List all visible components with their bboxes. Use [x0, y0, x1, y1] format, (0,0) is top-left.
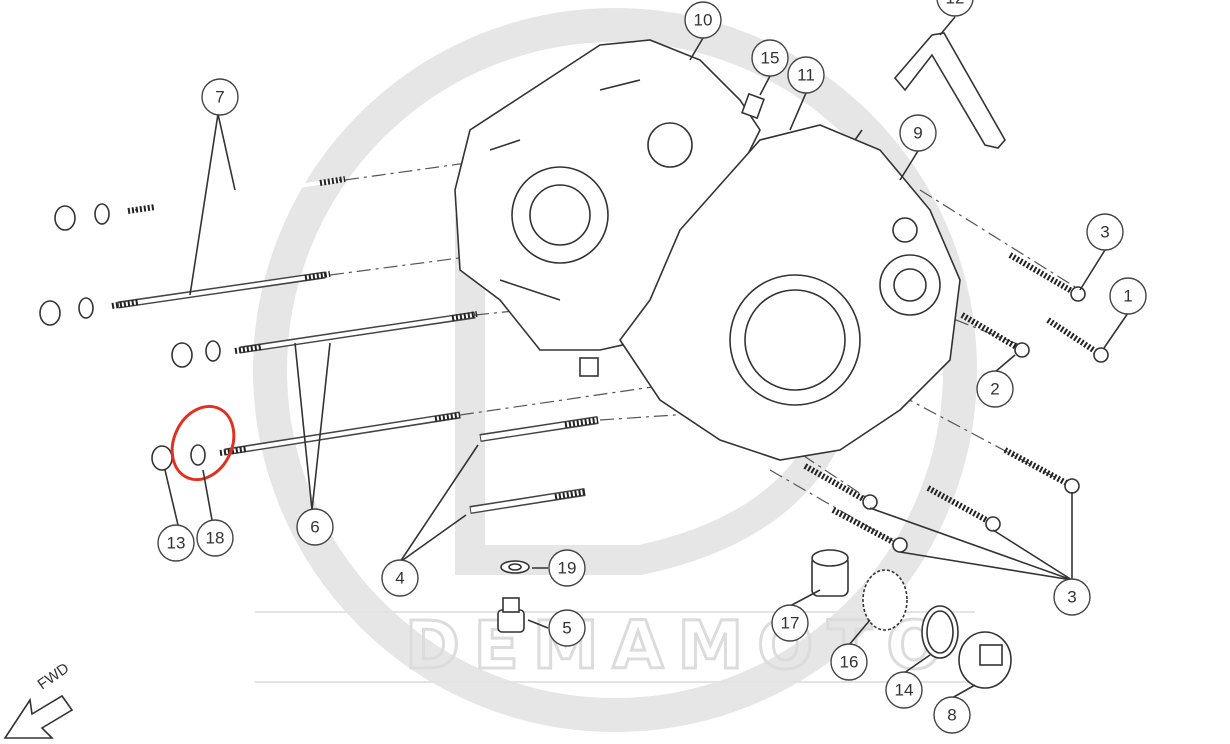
svg-text:2: 2	[990, 380, 999, 399]
svg-text:15: 15	[761, 49, 780, 68]
svg-text:11: 11	[797, 66, 815, 85]
svg-text:1: 1	[1123, 287, 1132, 306]
svg-text:7: 7	[215, 88, 224, 107]
callout-4: 4	[381, 559, 419, 597]
callout-10: 10	[684, 1, 722, 39]
highlight-circle	[170, 404, 236, 482]
callout-11: 11	[787, 56, 825, 94]
svg-text:3: 3	[1100, 223, 1109, 242]
svg-text:3: 3	[1067, 588, 1076, 607]
svg-text:19: 19	[558, 559, 577, 578]
callout-19: 19	[548, 549, 586, 587]
crankcase-studs	[111, 176, 478, 456]
callout-3-top: 3	[1086, 213, 1124, 251]
callout-18: 18	[196, 519, 234, 557]
svg-text:5: 5	[562, 619, 571, 638]
svg-text:13: 13	[167, 534, 186, 553]
callout-13: 13	[157, 524, 195, 562]
callout-1: 1	[1109, 277, 1147, 315]
callout-17: 17	[771, 604, 809, 642]
leader-lines	[164, 16, 1129, 699]
callout-14: 14	[885, 671, 923, 709]
hex-wrench	[893, 32, 1006, 149]
svg-text:12: 12	[946, 0, 965, 8]
nuts-and-washers	[39, 203, 221, 471]
right-crankcase-half	[579, 92, 961, 461]
svg-text:17: 17	[781, 614, 800, 633]
watermark-logo: DEMAMOTO	[253, 8, 977, 732]
svg-text:16: 16	[840, 653, 859, 672]
callout-16: 16	[830, 643, 868, 681]
forward-arrow-icon	[3, 694, 74, 739]
callout-15: 15	[751, 39, 789, 77]
small-parts	[497, 549, 1012, 689]
svg-text:8: 8	[947, 706, 956, 725]
dowel-bolts	[469, 416, 599, 514]
callout-12: 12	[936, 0, 974, 17]
callout-8: 8	[933, 696, 971, 734]
callout-2: 2	[976, 370, 1014, 408]
svg-text:9: 9	[913, 124, 922, 143]
callout-6: 6	[296, 508, 334, 546]
callout-7: 7	[201, 78, 239, 116]
callout-5: 5	[548, 609, 586, 647]
svg-text:6: 6	[310, 518, 319, 537]
callout-3-bottom: 3	[1053, 578, 1091, 616]
forward-direction-indicator: FWD	[3, 660, 74, 739]
svg-text:18: 18	[206, 529, 225, 548]
svg-text:10: 10	[694, 11, 713, 30]
callout-9: 9	[899, 114, 937, 152]
svg-text:4: 4	[395, 569, 404, 588]
fwd-label: FWD	[35, 660, 73, 694]
svg-text:14: 14	[895, 681, 914, 700]
crankcase-bolts	[803, 252, 1109, 553]
